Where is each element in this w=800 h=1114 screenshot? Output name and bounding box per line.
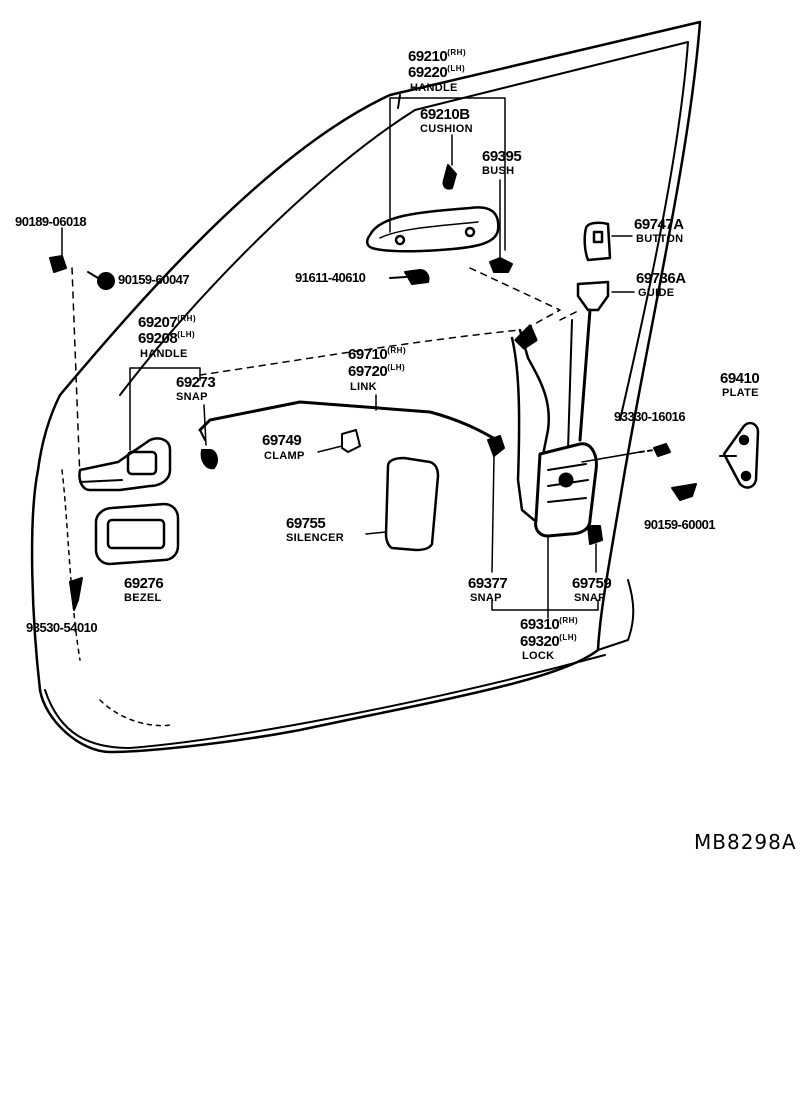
label-clamp-name: CLAMP: [264, 450, 305, 462]
link-rod: [198, 394, 502, 444]
label-cushion-name: CUSHION: [420, 123, 473, 135]
label-silencer-number: 69755: [286, 515, 326, 532]
label-guide-number: 69736A: [636, 270, 686, 287]
label-link-rh: 69710(RH): [348, 346, 407, 363]
label-screw-93530-54010: 93530-54010: [26, 620, 98, 635]
label-snap-69377-name: SNAP: [470, 592, 502, 604]
label-silencer-name: SILENCER: [286, 532, 345, 544]
bush-part: [489, 179, 513, 273]
label-plate-number: 69410: [720, 370, 760, 387]
snap-69377: [487, 435, 505, 573]
lock-rod: [567, 308, 592, 451]
leader-lines: [469, 267, 581, 333]
label-inner-handle-lh: 69208(LH): [138, 330, 196, 347]
label-plate-name: PLATE: [722, 387, 759, 399]
screw-93330-16016: [639, 443, 671, 457]
screw-90189-06018: [49, 227, 81, 481]
label-inner-handle-rh: 69207(RH): [138, 314, 197, 331]
label-screw-90159-60001: 90159-60001: [644, 517, 716, 532]
label-snap-69759-number: 69759: [572, 575, 612, 592]
label-bezel-number: 69276: [124, 575, 164, 592]
label-outer-handle-name: HANDLE: [410, 82, 458, 94]
label-screw-90159-60047: 90159-60047: [118, 272, 190, 287]
striker-plate-69410: [719, 421, 760, 489]
label-snap-69273-name: SNAP: [176, 391, 208, 403]
label-snap-69759-name: SNAP: [574, 592, 606, 604]
label-button-number: 69747A: [634, 216, 684, 233]
door-lock-assembly: [510, 324, 641, 619]
label-outer-handle-rh: 69210(RH): [408, 48, 467, 65]
snap-69759: [587, 525, 603, 573]
label-snap-69273-number: 69273: [176, 374, 216, 391]
label-guide-name: GUIDE: [638, 287, 675, 299]
bolt-91611-40610: [389, 269, 430, 285]
door-outline: [30, 20, 702, 754]
label-screw-93330-16016: 93330-16016: [614, 409, 686, 424]
label-lock-name: LOCK: [522, 650, 555, 662]
label-screw-90189-06018: 90189-06018: [15, 214, 87, 229]
cushion-part: [442, 134, 457, 190]
label-cushion-number: 69210B: [420, 106, 470, 123]
label-snap-69377-number: 69377: [468, 575, 508, 592]
screw-90159-60047: [87, 271, 115, 290]
lock-button: [583, 221, 633, 262]
clamp-69749: [317, 429, 361, 453]
label-lock-rh: 69310(RH): [520, 616, 579, 633]
label-button-name: BUTTON: [636, 233, 684, 245]
label-clamp-number: 69749: [262, 432, 302, 449]
label-outer-handle-lh: 69220(LH): [408, 64, 466, 81]
label-link-lh: 69720(LH): [348, 363, 406, 380]
label-bush-number: 69395: [482, 148, 522, 165]
snap-bracket: [491, 599, 599, 611]
label-link-name: LINK: [350, 381, 377, 393]
lock-guide: [576, 280, 635, 312]
label-lock-lh: 69320(LH): [520, 633, 578, 650]
inner-door-handle: [78, 367, 201, 492]
silencer-69755: [365, 456, 440, 552]
label-bezel-name: BEZEL: [124, 592, 162, 604]
screw-93530-54010: [69, 577, 83, 611]
outer-door-handle: [366, 97, 506, 253]
drawing-code: MB8298A: [694, 830, 797, 854]
screw-90159-60001: [671, 483, 697, 501]
label-bush-name: BUSH: [482, 165, 515, 177]
label-inner-handle-name: HANDLE: [140, 348, 188, 360]
bezel-69276: [94, 502, 180, 566]
label-bolt-91611-40610: 91611-40610: [295, 270, 366, 285]
